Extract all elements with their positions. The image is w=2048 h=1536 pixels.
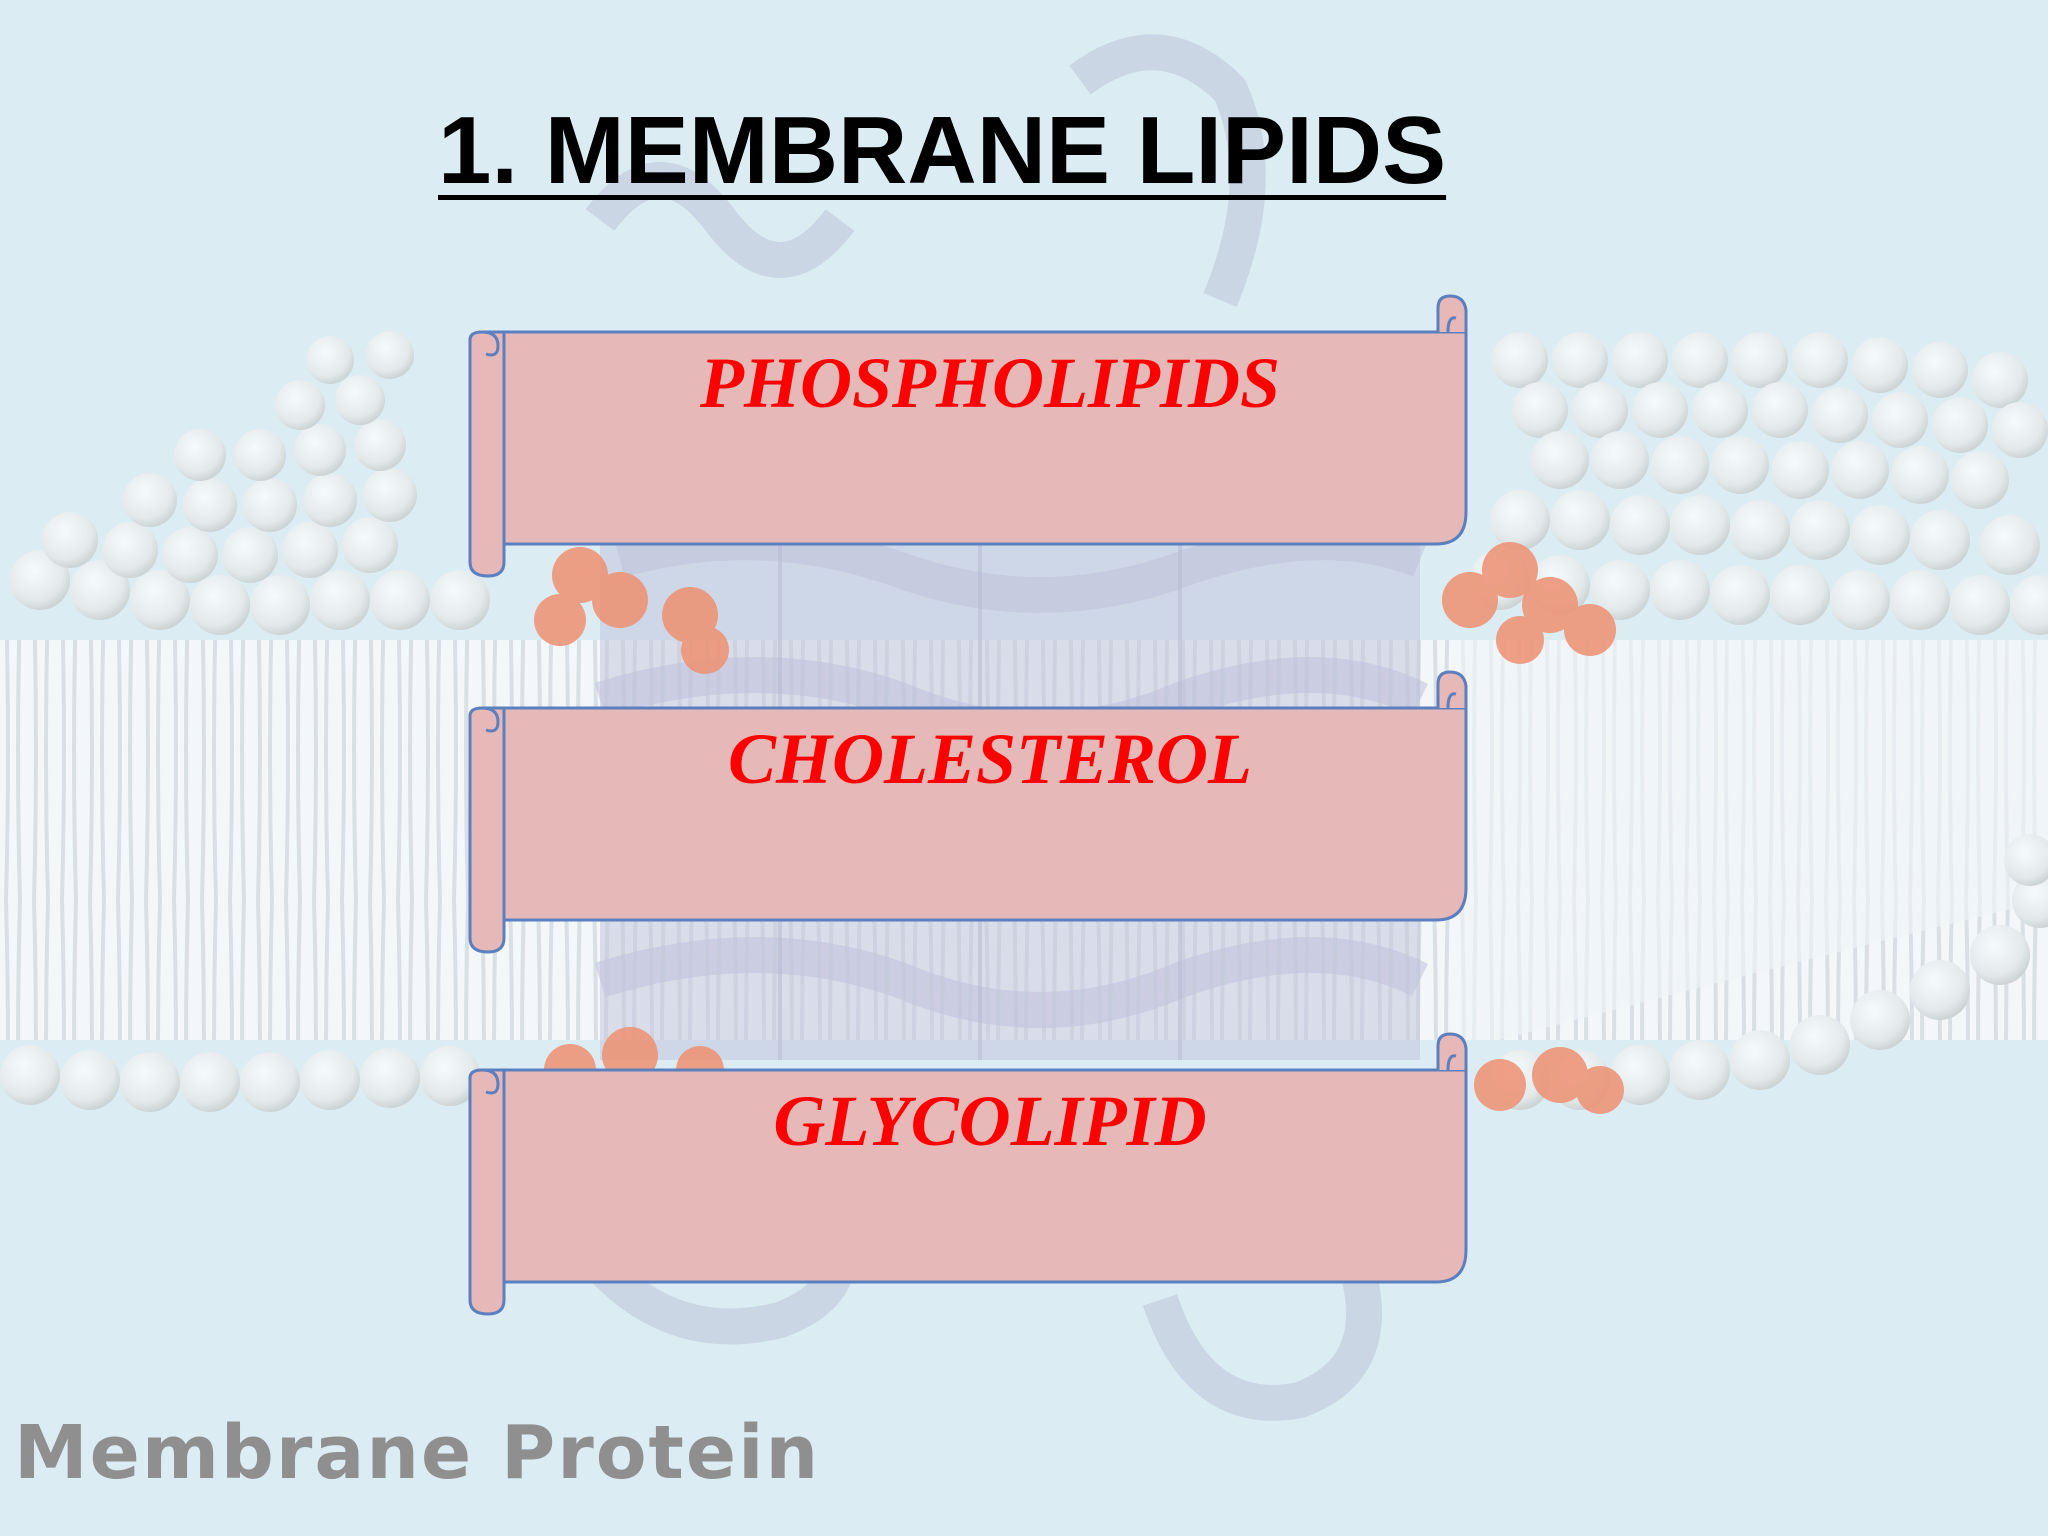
scroll-shape	[468, 670, 1468, 954]
slide-title: 1. MEMBRANE LIPIDS	[438, 97, 1447, 204]
glycolipid-label: GLYCOLIPID	[773, 1081, 1207, 1161]
cholesterol-scroll-banner: CHOLESTEROL	[468, 668, 1482, 958]
phospholipids-scroll-banner: PHOSPHOLIPIDS	[468, 292, 1482, 582]
phospholipids-label: PHOSPHOLIPIDS	[699, 343, 1281, 423]
scroll-shape	[468, 294, 1468, 578]
membrane-protein-caption: Membrane Protein	[14, 1410, 821, 1496]
glycolipid-scroll-banner: GLYCOLIPID	[468, 1030, 1482, 1320]
cholesterol-label: CHOLESTEROL	[727, 719, 1253, 799]
scroll-shape	[468, 1032, 1468, 1316]
